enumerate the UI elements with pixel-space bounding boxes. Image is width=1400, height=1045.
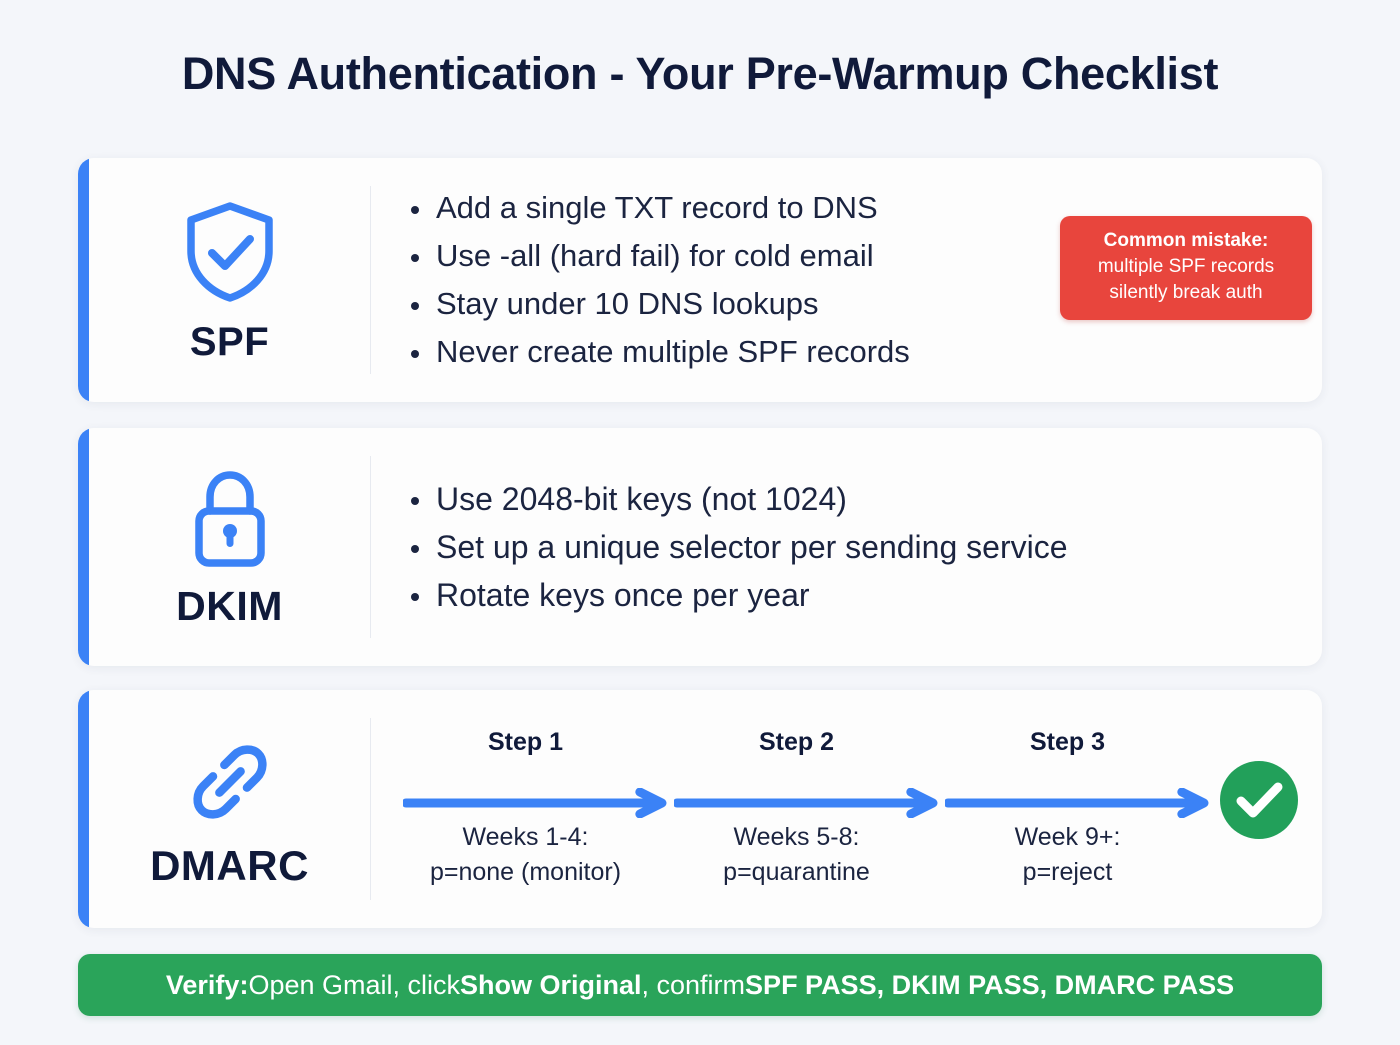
step-caption-line-2: p=reject [1022,857,1113,886]
callout-line-1: multiple SPF records [1097,256,1275,277]
spf-badge-column: SPF [78,199,370,362]
step-caption-line-1: Weeks 5-8: [733,822,860,851]
check-circle-icon [1220,761,1298,839]
list-item: Stay under 10 DNS lookups [403,280,910,328]
arrow-right-icon [672,787,945,818]
list-item: Never create multiple SPF records [403,328,910,376]
step-caption: Week 9+: p=reject [945,820,1190,890]
dmarc-step-timeline: Step 1 Weeks 1-4: p=none (monitor) Step … [401,722,1304,897]
shield-check-icon [181,199,279,310]
dkim-divider [370,456,371,638]
step-title: Step 1 [487,727,564,756]
callout-line-2: silently break auth [1109,282,1263,303]
verify-text-1: Open Gmail, click [248,969,460,1000]
card-accent-bar [78,690,89,928]
step-caption-line-2: p=none (monitor) [429,857,622,886]
padlock-icon [184,467,276,576]
arrow-right-icon [943,787,1216,818]
list-item: Use 2048-bit keys (not 1024) [403,475,1068,523]
step-caption: Weeks 5-8: p=quarantine [674,820,919,890]
dmarc-step-3: Step 3 Week 9+: p=reject [943,722,1216,897]
dmarc-step-2: Step 2 Weeks 5-8: p=quarantine [672,722,945,897]
list-item: Rotate keys once per year [403,571,1068,619]
verify-banner: Verify: Open Gmail, click Show Original,… [78,954,1322,1016]
card-accent-bar [78,158,89,402]
list-item: Use -all (hard fail) for cold email [403,232,910,280]
verify-bold-1: Show Original [460,969,642,1000]
spf-common-mistake-callout: Common mistake: multiple SPF records sil… [1060,216,1312,320]
card-accent-bar [78,428,89,666]
card-dmarc: DMARC Step 1 Weeks 1-4: p=none (monitor) [78,690,1322,928]
dmarc-label: DMARC [150,841,309,889]
dkim-label: DKIM [176,583,283,629]
verify-bold-2: SPF PASS, DKIM PASS, DMARC PASS [745,969,1235,1000]
dmarc-divider [370,718,371,900]
arrow-right-icon [401,787,674,818]
step-caption-line-1: Weeks 1-4: [462,822,589,851]
callout-heading: Common mistake: [1103,230,1269,251]
dkim-badge-column: DKIM [78,467,370,627]
step-caption: Weeks 1-4: p=none (monitor) [403,820,648,890]
step-caption-line-1: Week 9+: [1014,822,1121,851]
step-caption-line-2: p=quarantine [723,857,870,886]
verify-text-2: , confirm [641,969,746,1000]
verify-label: Verify: [166,970,249,1001]
dmarc-body: Step 1 Weeks 1-4: p=none (monitor) Step … [371,690,1322,928]
step-title: Step 3 [1029,727,1106,756]
card-dkim: DKIM Use 2048-bit keys (not 1024) Set up… [78,428,1322,666]
dmarc-badge-column: DMARC [78,732,370,887]
page-title: DNS Authentication - Your Pre-Warmup Che… [181,48,1219,99]
list-item: Set up a unique selector per sending ser… [403,523,1068,571]
dkim-body: Use 2048-bit keys (not 1024) Set up a un… [371,428,1322,666]
dmarc-step-1: Step 1 Weeks 1-4: p=none (monitor) [401,722,674,897]
dkim-bullet-list: Use 2048-bit keys (not 1024) Set up a un… [403,475,1068,619]
spf-label: SPF [189,319,270,364]
list-item: Add a single TXT record to DNS [403,184,910,232]
card-spf: SPF Add a single TXT record to DNS Use -… [78,158,1322,402]
verify-label-text: Verify: [165,969,249,1000]
chain-link-icon [182,732,278,837]
spf-bullet-list: Add a single TXT record to DNS Use -all … [403,184,910,376]
spf-body: Add a single TXT record to DNS Use -all … [371,158,1322,402]
step-title: Step 2 [758,727,835,756]
spf-divider [370,186,371,374]
